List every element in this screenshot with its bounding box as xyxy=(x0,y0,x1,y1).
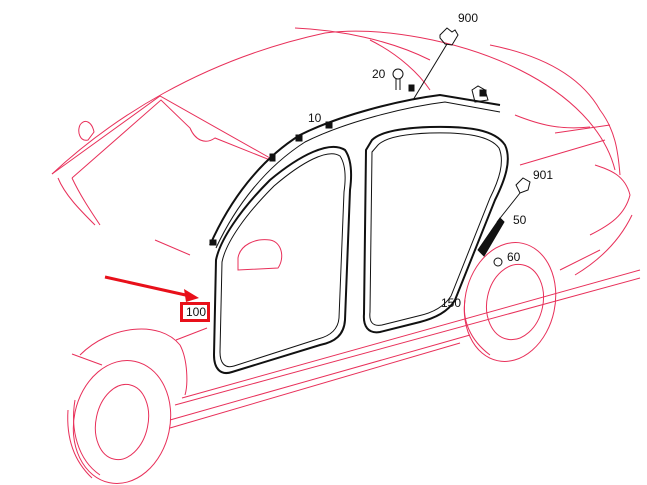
car-body-outline xyxy=(51,27,641,484)
callout-150: 150 xyxy=(441,296,462,310)
callout-900: 900 xyxy=(458,11,479,25)
callout-901: 901 xyxy=(533,168,554,182)
callout-10: 10 xyxy=(308,111,322,125)
highlight-arrow xyxy=(104,275,199,302)
callout-100-highlighted: 100 xyxy=(180,302,211,322)
callout-20: 20 xyxy=(372,67,386,81)
trim-clips xyxy=(209,84,505,257)
door-seals xyxy=(209,93,509,374)
callout-60: 60 xyxy=(507,250,521,264)
small-parts xyxy=(392,27,531,267)
callout-50: 50 xyxy=(513,213,527,227)
